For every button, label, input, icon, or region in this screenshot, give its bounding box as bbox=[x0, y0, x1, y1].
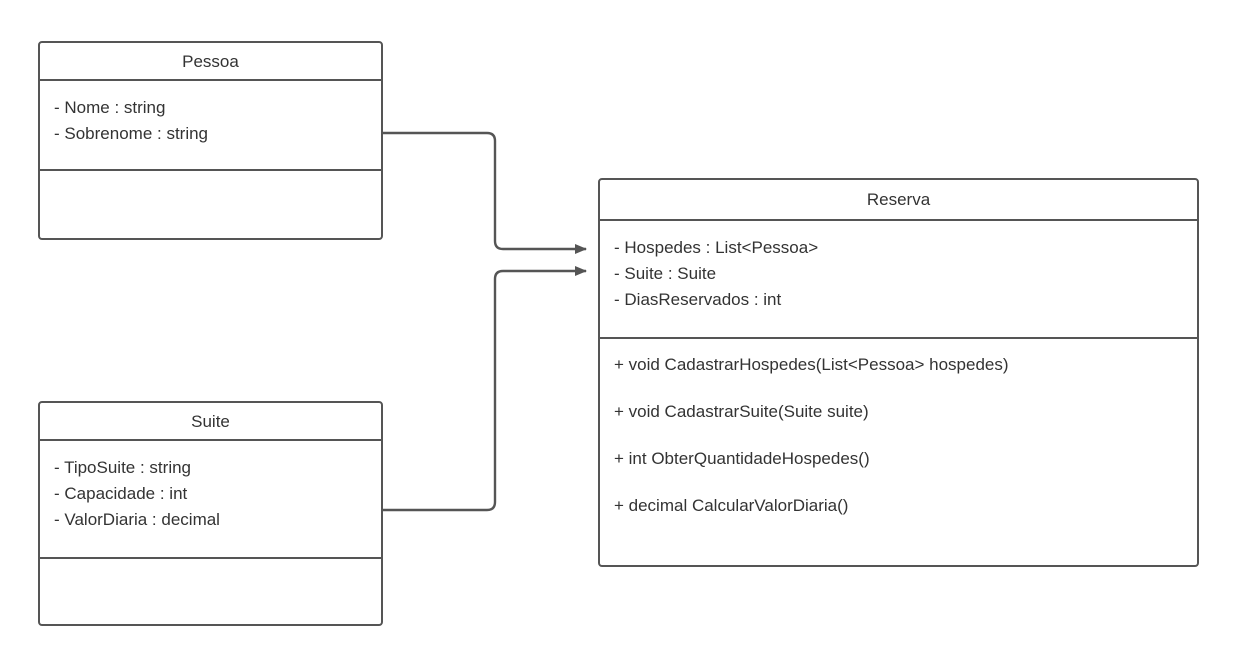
uml-class-reserva[interactable]: Reserva - Hospedes : List<Pessoa> - Suit… bbox=[598, 178, 1199, 567]
attributes-compartment-pessoa: - Nome : string - Sobrenome : string bbox=[40, 81, 381, 171]
method-row: + int ObterQuantidadeHospedes() bbox=[614, 449, 870, 468]
attribute-row: - Suite : Suite bbox=[614, 264, 717, 283]
method-row: + decimal CalcularValorDiaria() bbox=[614, 496, 849, 515]
method-row: + void CadastrarSuite(Suite suite) bbox=[614, 402, 869, 421]
attribute-row: - DiasReservados : int bbox=[614, 290, 782, 309]
method-row: + void CadastrarHospedes(List<Pessoa> ho… bbox=[614, 355, 1009, 374]
connector-suite-reserva[interactable] bbox=[383, 266, 587, 512]
attribute-row: - Nome : string bbox=[54, 98, 166, 117]
attribute-row: - TipoSuite : string bbox=[54, 458, 192, 477]
attribute-row: - ValorDiaria : decimal bbox=[54, 510, 220, 529]
methods-compartment-reserva: + void CadastrarHospedes(List<Pessoa> ho… bbox=[600, 339, 1197, 528]
attributes-compartment-reserva: - Hospedes : List<Pessoa> - Suite : Suit… bbox=[600, 221, 1197, 339]
attribute-row: - Sobrenome : string bbox=[54, 124, 209, 143]
class-name-reserva: Reserva bbox=[600, 180, 1197, 221]
class-name-suite: Suite bbox=[40, 403, 381, 441]
uml-class-pessoa[interactable]: Pessoa - Nome : string - Sobrenome : str… bbox=[38, 41, 383, 240]
attributes-compartment-suite: - TipoSuite : string - Capacidade : int … bbox=[40, 441, 381, 559]
uml-class-suite[interactable]: Suite - TipoSuite : string - Capacidade … bbox=[38, 401, 383, 626]
attribute-row: - Hospedes : List<Pessoa> bbox=[614, 238, 819, 257]
class-name-pessoa: Pessoa bbox=[40, 43, 381, 81]
connector-pessoa-reserva[interactable] bbox=[383, 131, 587, 254]
attribute-row: - Capacidade : int bbox=[54, 484, 188, 503]
